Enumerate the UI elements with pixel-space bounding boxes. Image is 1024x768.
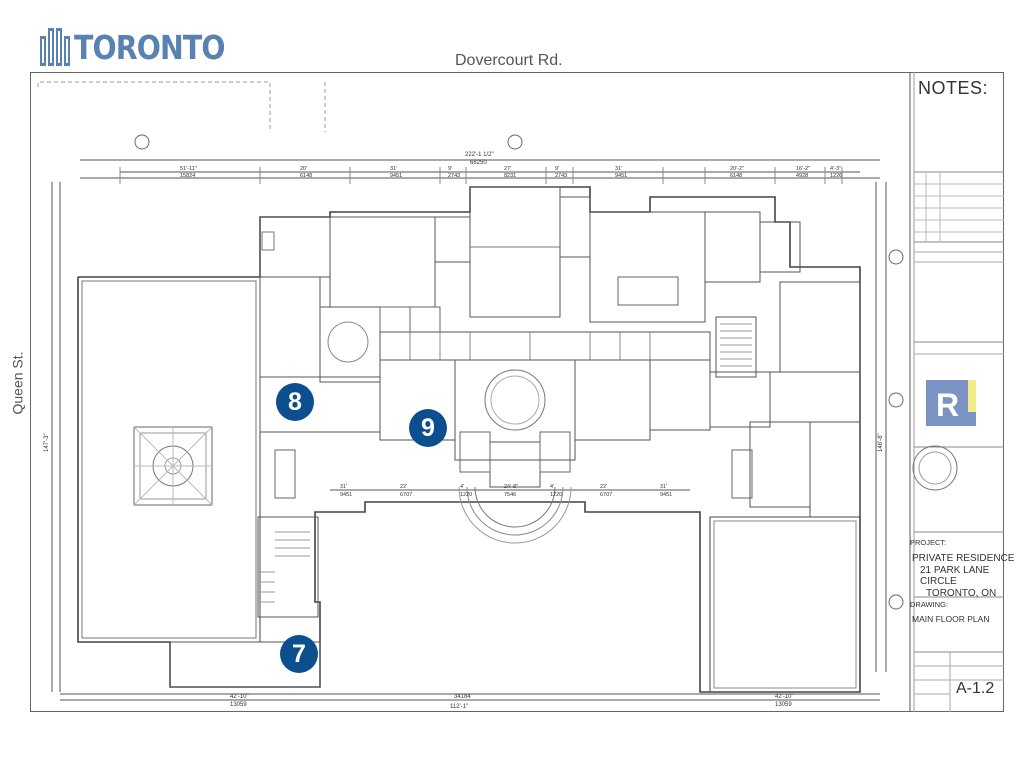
dim-top-segment-mm: 6148	[300, 173, 312, 179]
project-label: PROJECT:	[910, 538, 947, 547]
dim-mid-segment-mm: 9451	[340, 492, 352, 498]
dim-top-segment: 9'	[555, 166, 559, 172]
dim-bottom-right: 42'-10"	[775, 694, 794, 700]
dim-bottom-right-mm: 13059	[775, 702, 792, 708]
dim-top-segment: 31'	[615, 166, 622, 172]
dim-top-segment-mm: 1226	[830, 173, 842, 179]
dim-mid-segment-mm: 7546	[504, 492, 516, 498]
marker-8[interactable]: 8	[276, 383, 314, 421]
toronto-city-hall-logo-icon	[40, 28, 70, 66]
street-label-left: Queen St.	[9, 351, 26, 415]
marker-7[interactable]: 7	[280, 635, 318, 673]
project-line-1: PRIVATE RESIDENCE	[912, 553, 1015, 564]
dim-top-segment-mm: 2743	[555, 173, 567, 179]
dim-right-overall: 146'-8"	[878, 433, 884, 452]
drawing-label: DRAWING:	[910, 600, 949, 609]
dim-top-segment: 51'-11"	[180, 166, 197, 172]
dim-top-segment-mm: 8231	[504, 173, 516, 179]
dim-mid-segment-mm: 1220	[460, 492, 472, 498]
dim-mid-segment: 4'	[550, 484, 554, 490]
dim-mid-segment: 31'	[660, 484, 667, 490]
dim-mid-segment-mm: 6707	[600, 492, 612, 498]
dim-top-segment: 20'-2"	[730, 166, 744, 172]
dim-top-segment: 31'	[390, 166, 397, 172]
project-line-2: 21 PARK LANE CIRCLE	[920, 564, 990, 588]
dim-mid-segment: 22'	[400, 484, 407, 490]
dim-mid-segment-mm: 9451	[660, 492, 672, 498]
dim-bottom-overall-mm: 34184	[454, 694, 471, 700]
dim-bottom-overall: 112'-1"	[450, 704, 468, 710]
dim-top-segment-mm: 9451	[615, 173, 627, 179]
r-logo-icon: R	[926, 380, 976, 426]
dim-bottom-left-mm: 13059	[230, 702, 247, 708]
svg-text:R: R	[936, 387, 959, 423]
dim-bottom-left: 42'-10"	[230, 694, 249, 700]
dim-top-overall: 222'-1 1/2"	[465, 152, 494, 158]
street-label-top: Dovercourt Rd.	[455, 52, 563, 69]
notes-title: NOTES:	[918, 78, 989, 98]
dim-mid-segment: 31'	[340, 484, 347, 490]
dim-mid-segment: 22'	[600, 484, 607, 490]
dim-top-segment-mm: 9451	[390, 173, 402, 179]
dim-mid-segment-mm: 1220	[550, 492, 562, 498]
sheet-number: A-1.2	[956, 680, 995, 697]
dim-top-overall-mm: 68250	[470, 160, 487, 166]
dim-top-segment: 16'-2"	[796, 166, 810, 172]
dim-mid-segment: 24'-8"	[504, 484, 518, 490]
floor-plan-drawing: 222'-1 1/2" 68250 112'-1" 34184 42'-10" …	[30, 72, 1004, 712]
dim-top-segment: 20'	[300, 166, 307, 172]
toronto-logo-text: TORONTO	[74, 28, 226, 67]
dim-top-segment: 27'	[504, 166, 511, 172]
dim-top-segment: 4'-3"	[830, 166, 841, 172]
dim-top-segment: 9'	[448, 166, 452, 172]
dim-top-segment-mm: 6148	[730, 173, 742, 179]
dim-top-segment-mm: 15824	[180, 173, 195, 179]
dim-mid-segment-mm: 6707	[400, 492, 412, 498]
dim-mid-segment: 4'	[460, 484, 464, 490]
dim-top-segment-mm: 4928	[796, 173, 808, 179]
project-name: PRIVATE RESIDENCE 21 PARK LANE CIRCLE TO…	[912, 553, 1024, 599]
dim-left-overall: 147'-3"	[44, 433, 50, 452]
project-line-3: TORONTO, ON	[926, 587, 997, 599]
marker-9[interactable]: 9	[409, 409, 447, 447]
dim-top-segment-mm: 2743	[448, 173, 460, 179]
drawing-name: MAIN FLOOR PLAN	[912, 614, 990, 624]
